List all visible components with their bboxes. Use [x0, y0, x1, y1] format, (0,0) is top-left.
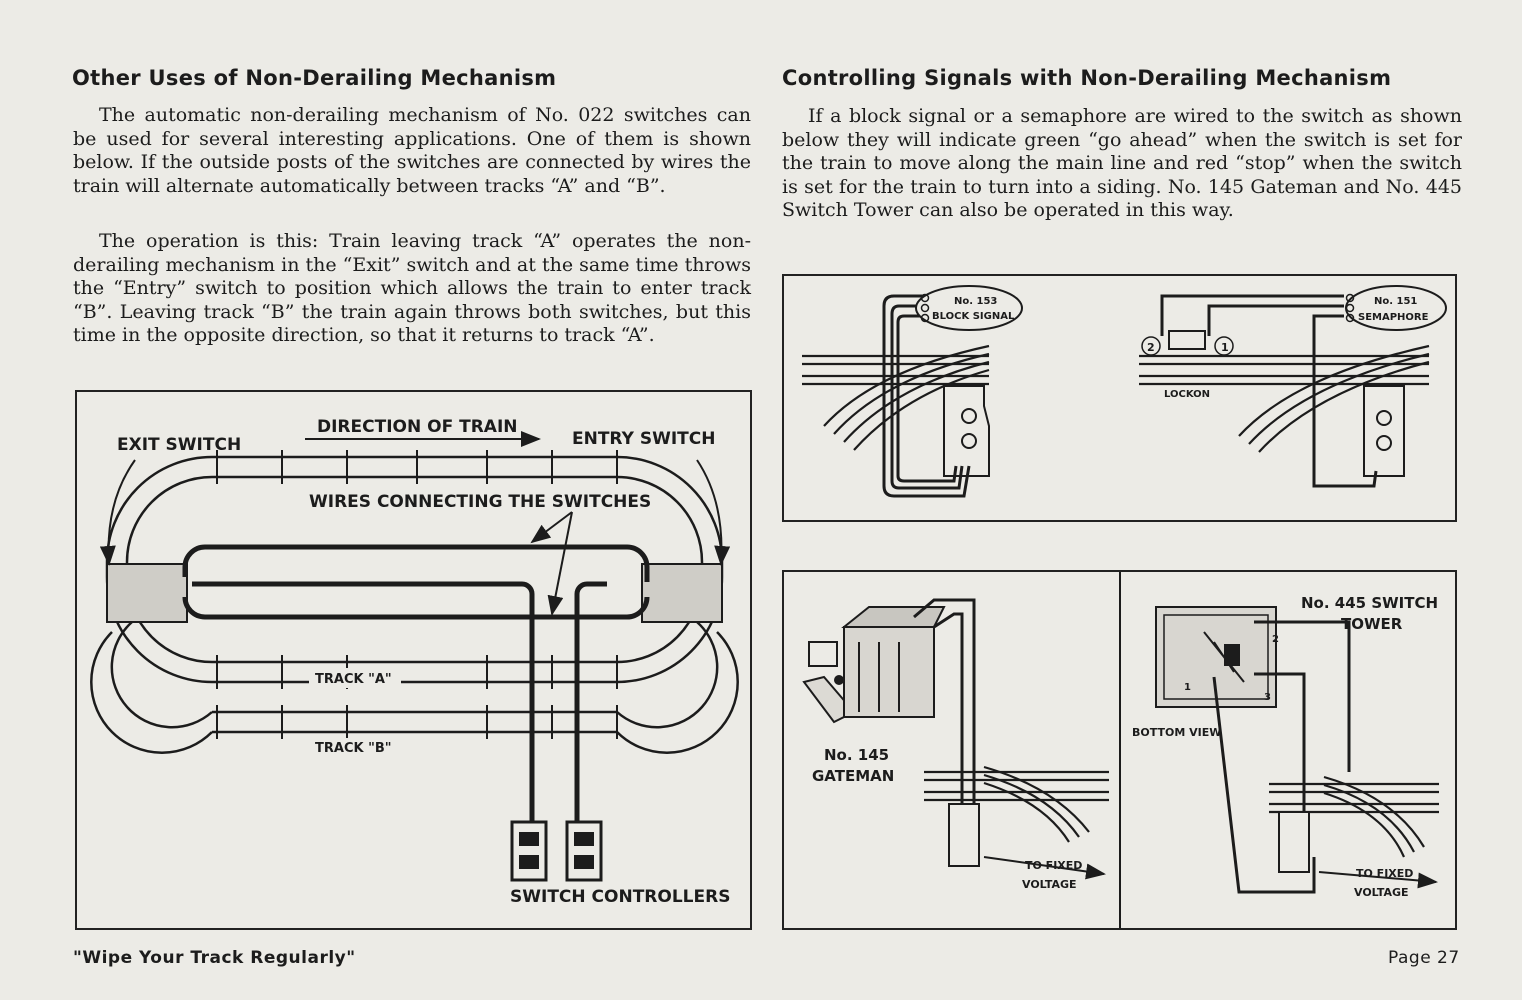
track-b-label: TRACK "B" [315, 741, 392, 756]
block-signal-controller [943, 385, 990, 477]
semaphore-wires [1160, 294, 1378, 488]
gateman-figure [802, 606, 946, 724]
left-heading: Other Uses of Non-Derailing Mechanism [72, 66, 557, 90]
lockon-label: LOCKON [1164, 389, 1210, 400]
tower-label-line1: No. 445 SWITCH [1301, 594, 1438, 612]
switch-controllers-label: SWITCH CONTROLLERS [510, 887, 730, 907]
gateman-voltage: VOLTAGE [1022, 878, 1077, 891]
gateman-track [924, 765, 1109, 843]
alternating-tracks-diagram: DIRECTION OF TRAIN EXIT SWITCH ENTRY SWI… [75, 390, 752, 930]
footer-slogan: "Wipe Your Track Regularly" [73, 948, 356, 968]
switch-controllers-graphic [510, 820, 603, 882]
post-2-label: 2 [1147, 341, 1155, 354]
gateman-controller [948, 803, 980, 867]
post-1-label: 1 [1221, 341, 1229, 354]
tower-voltage: VOLTAGE [1354, 886, 1409, 899]
block-signal-number: No. 153 [954, 296, 997, 307]
block-signal-track [802, 344, 990, 451]
lockon [1168, 330, 1206, 350]
block-signal-wires [882, 294, 971, 498]
left-paragraph-2: The operation is this: Train leaving tra… [73, 230, 751, 347]
left-paragraph-1: The automatic non-derailing mechanism of… [73, 104, 751, 197]
terminal-1-label: 1 [1184, 682, 1191, 693]
bottom-view-label: BOTTOM VIEW [1132, 726, 1221, 739]
terminal-2-label: 2 [1272, 634, 1279, 645]
page-number: Page 27 [1388, 948, 1460, 968]
semaphore-track [1139, 344, 1430, 453]
right-paragraph: If a block signal or a semaphore are wir… [782, 105, 1462, 222]
semaphore-controller [1363, 385, 1405, 477]
tower-voltage-to: TO FIXED [1356, 867, 1413, 880]
gateman-voltage-to: TO FIXED [1025, 859, 1082, 872]
gateman-label: GATEMAN [812, 767, 894, 785]
exit-switch-label: EXIT SWITCH [117, 435, 241, 455]
label-arrows [99, 431, 731, 616]
direction-label: DIRECTION OF TRAIN [317, 417, 518, 437]
rail-ties [216, 450, 618, 739]
gateman-number: No. 145 [824, 746, 889, 764]
right-heading: Controlling Signals with Non-Derailing M… [782, 66, 1392, 90]
gateman-wires [913, 598, 976, 847]
switch-tower-controller [1278, 811, 1310, 873]
wires-label: WIRES CONNECTING THE SWITCHES [309, 492, 651, 512]
semaphore-tag [1345, 285, 1447, 331]
semaphore-label: SEMAPHORE [1358, 312, 1429, 323]
block-signal-tag [915, 285, 1023, 331]
gateman-tower-diagram: No. 145 GATEMAN TO FIXED VOLTAGE 2 1 3 N… [782, 570, 1457, 930]
entry-switch-label: ENTRY SWITCH [572, 429, 715, 449]
tower-label-line2: TOWER [1341, 615, 1403, 633]
signal-wiring-diagram: No. 153 BLOCK SIGNAL 2 1 LOCKON No. 151 … [782, 274, 1457, 522]
connecting-wires [182, 544, 650, 822]
semaphore-number: No. 151 [1374, 296, 1417, 307]
track-a-label: TRACK "A" [315, 672, 392, 687]
terminal-3-label: 3 [1264, 692, 1271, 703]
block-signal-label: BLOCK SIGNAL [932, 311, 1015, 322]
switch-blocks [106, 563, 723, 623]
